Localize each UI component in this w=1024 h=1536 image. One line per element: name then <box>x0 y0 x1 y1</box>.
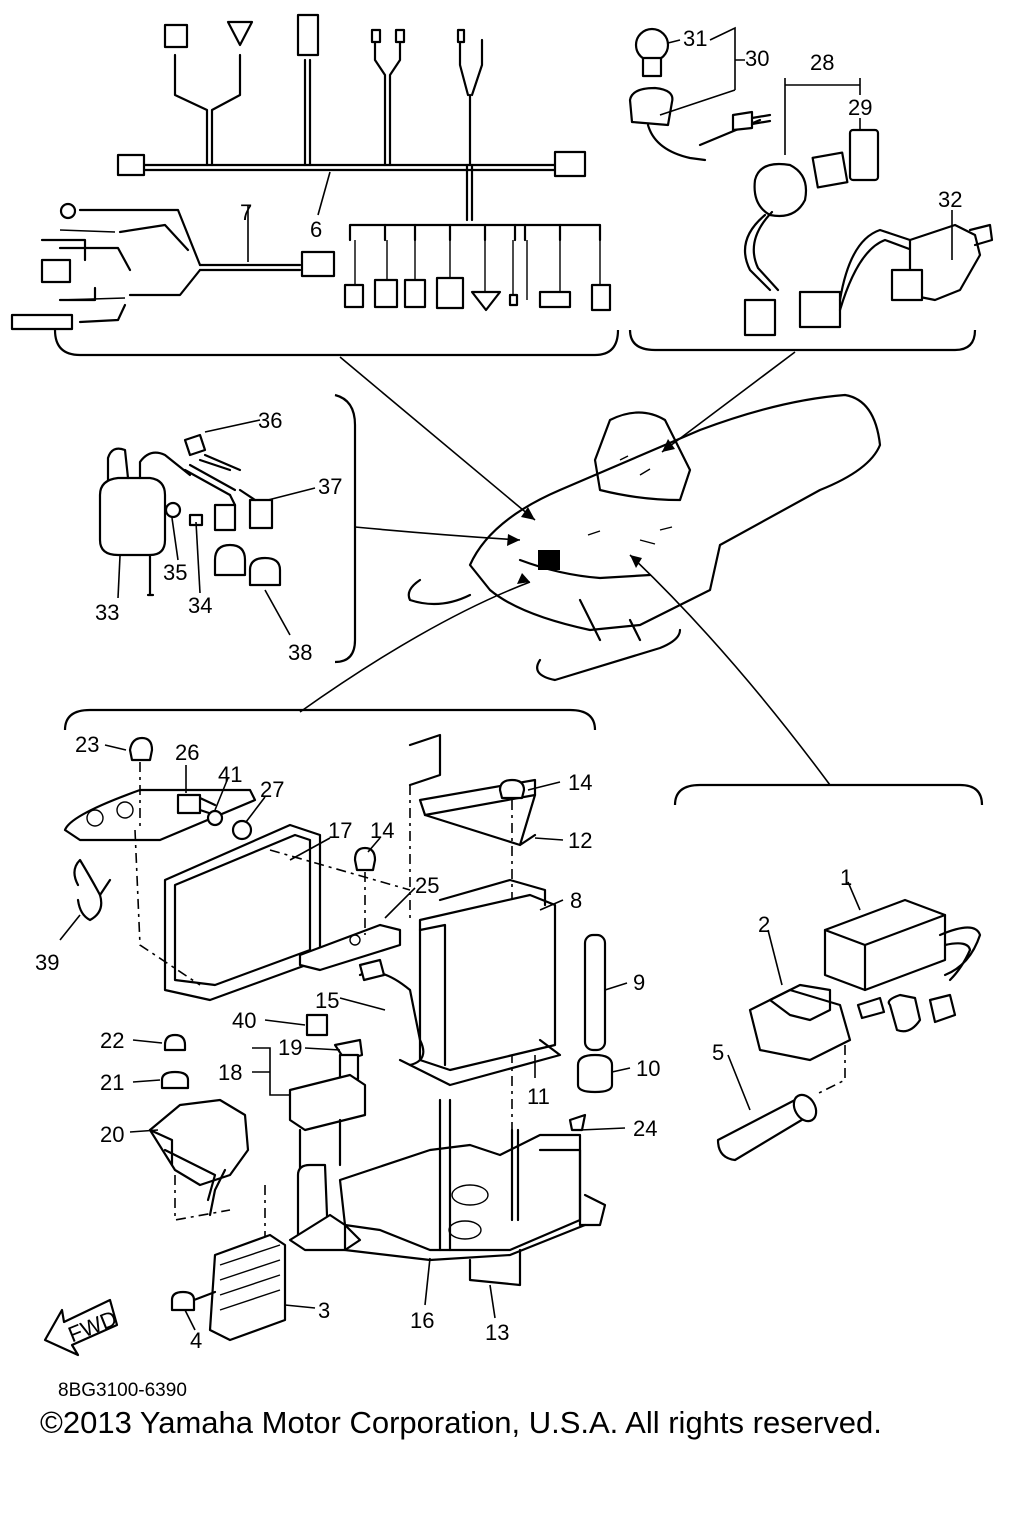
callout-22: 22 <box>100 1028 124 1053</box>
callout-41: 41 <box>218 762 242 787</box>
callout-27: 27 <box>260 777 284 802</box>
callout-33: 33 <box>95 600 119 625</box>
callout-25: 25 <box>415 873 439 898</box>
callout-19: 19 <box>278 1035 302 1060</box>
callout-39: 39 <box>35 950 59 975</box>
callout-23: 23 <box>75 732 99 757</box>
callout-18: 18 <box>218 1060 242 1085</box>
callout-2: 2 <box>758 912 770 937</box>
callout-6: 6 <box>310 217 322 242</box>
callout-34: 34 <box>188 593 212 618</box>
group-brackets <box>53 329 984 806</box>
callout-40: 40 <box>232 1008 256 1033</box>
callout-26: 26 <box>175 740 199 765</box>
callout-11: 11 <box>527 1084 550 1109</box>
callout-17: 17 <box>328 818 352 843</box>
callout-labels: 1 2 3 4 5 6 7 8 9 10 11 12 13 14 14 15 1… <box>35 26 962 1353</box>
main-switch-assembly <box>628 27 994 337</box>
callout-12: 12 <box>568 828 592 853</box>
callout-9: 9 <box>633 970 645 995</box>
callout-32: 32 <box>938 187 962 212</box>
callout-31: 31 <box>683 26 707 51</box>
wire-harness-assembly <box>10 13 612 331</box>
electrical-box-assembly <box>63 733 614 1342</box>
callout-7: 7 <box>240 200 252 225</box>
callout-35: 35 <box>163 560 187 585</box>
callout-28: 28 <box>810 50 834 75</box>
callout-14a: 14 <box>568 770 592 795</box>
copyright-notice: ©2013 Yamaha Motor Corporation, U.S.A. A… <box>40 1405 882 1440</box>
ignition-coil-assembly <box>98 433 282 597</box>
callout-20: 20 <box>100 1122 124 1147</box>
callout-8: 8 <box>570 888 582 913</box>
callout-21: 21 <box>100 1070 124 1095</box>
callout-10: 10 <box>636 1056 660 1081</box>
locator-arrows <box>299 351 831 786</box>
callout-13: 13 <box>485 1320 509 1345</box>
callout-29: 29 <box>848 95 872 120</box>
callout-37: 37 <box>318 474 342 499</box>
callout-24: 24 <box>633 1116 657 1141</box>
callout-4: 4 <box>190 1328 202 1353</box>
callout-15: 15 <box>315 988 339 1013</box>
callout-3: 3 <box>318 1298 330 1323</box>
callout-30: 30 <box>745 46 769 71</box>
callout-36: 36 <box>258 408 282 433</box>
cdi-unit-assembly <box>716 898 982 1162</box>
callout-14b: 14 <box>370 818 394 843</box>
forward-direction-arrow: FWD <box>43 1298 120 1357</box>
snowmobile-outline <box>407 393 882 682</box>
callout-16: 16 <box>410 1308 434 1333</box>
callout-leaders <box>59 26 953 1331</box>
diagram-code: 8BG3100-6390 <box>58 1380 187 1401</box>
callout-1: 1 <box>840 865 852 890</box>
callout-5: 5 <box>712 1040 724 1065</box>
callout-38: 38 <box>288 640 312 665</box>
